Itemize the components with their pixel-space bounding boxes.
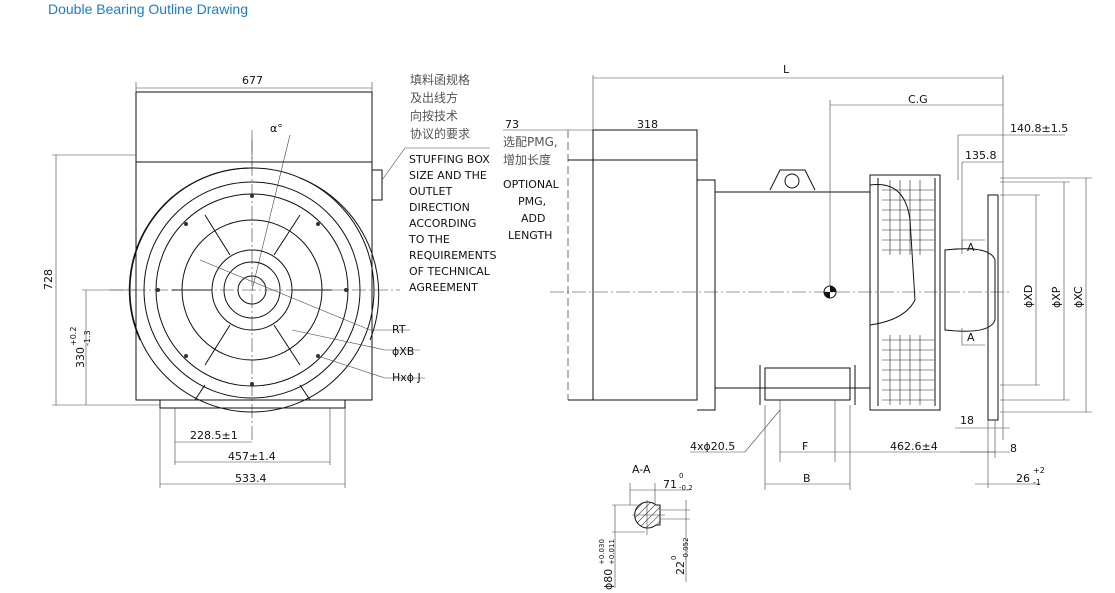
dim-xd: ϕXD xyxy=(1022,285,1035,308)
note-en-line: OUTLET xyxy=(409,185,453,198)
dim-22: 22 xyxy=(674,561,687,575)
dim-135: 135.8 xyxy=(965,149,997,162)
dim-71-tol: 0 xyxy=(679,472,683,480)
dim-26-tol: -1 xyxy=(1033,478,1041,487)
note-en-line: SIZE AND THE xyxy=(409,169,487,182)
dim-cg: C.G xyxy=(908,93,928,106)
dim-22-tol: -0.052 xyxy=(682,537,690,560)
dim-330: 330 xyxy=(74,347,87,368)
dim-F: F xyxy=(802,440,808,453)
note-en-line: OF TECHNICAL xyxy=(409,265,491,278)
dim-18: 18 xyxy=(960,414,974,427)
svg-text:-1.3: -1.3 xyxy=(83,330,92,346)
dim-533: 533.4 xyxy=(235,472,267,485)
dim-26-tol: +2 xyxy=(1033,466,1045,475)
section-label: A-A xyxy=(632,463,651,476)
pmg-en-line: OPTIONAL xyxy=(503,178,560,191)
terminal-box xyxy=(135,91,373,163)
section-a-bottom: A xyxy=(967,331,975,344)
note-cn-line: 协议的要求 xyxy=(410,126,470,141)
note-en-line: ACCORDING xyxy=(409,217,476,230)
pmg-cn-line: 选配PMG, xyxy=(503,135,558,149)
note-cn-line: 填料函规格 xyxy=(410,72,470,87)
note-en-line: STUFFING BOX xyxy=(409,153,490,166)
note-en-line: DIRECTION xyxy=(409,201,470,214)
dim-228: 228.5±1 xyxy=(190,429,238,442)
section-a-top: A xyxy=(967,241,975,254)
dim-xc: ϕXC xyxy=(1072,286,1085,308)
note-cn-line: 及出线方 xyxy=(410,90,458,105)
side-view: L C.G 318 140.8±1.5 135.8 ϕXD ϕXP ϕXC A … xyxy=(550,63,1092,490)
dim-8: 8 xyxy=(1010,442,1017,455)
dim-728: 728 xyxy=(42,269,55,290)
svg-text:+0.2: +0.2 xyxy=(69,327,78,346)
dim-457: 457±1.4 xyxy=(228,450,276,463)
dim-462: 462.6±4 xyxy=(890,440,938,453)
dim-318: 318 xyxy=(637,118,658,131)
dim-26: 26 xyxy=(1016,472,1030,485)
dim-80-tol: +0.011 xyxy=(608,539,616,565)
section-a-a: A-A 71 0 -0.2 ϕ80 +0.030 +0.011 22 0 -0.… xyxy=(598,463,693,590)
note-en-line: TO THE xyxy=(408,233,450,246)
page-title: Double Bearing Outline Drawing xyxy=(48,1,248,17)
hxj-label: Hxϕ J xyxy=(392,371,421,384)
pmg-en-line: PMG, xyxy=(518,195,546,208)
dim-80-tol: +0.030 xyxy=(598,539,606,565)
dim-B: B xyxy=(803,472,811,485)
dim-677: 677 xyxy=(242,74,263,87)
spokes xyxy=(172,214,332,366)
notes: 填料函规格 及出线方 向按技术 协议的要求 STUFFING BOX SIZE … xyxy=(381,72,595,294)
angle-label: α° xyxy=(270,122,283,135)
note-en-line: REQUIREMENTS xyxy=(409,249,497,262)
pmg-en-line: LENGTH xyxy=(508,229,552,242)
dim-80: ϕ80 xyxy=(602,569,615,590)
dim-holes: 4xϕ20.5 xyxy=(690,440,735,453)
dim-71: 71 xyxy=(663,478,677,491)
rt-label: RT xyxy=(392,323,406,336)
pmg-en-line: ADD xyxy=(521,212,545,225)
note-en-line: AGREEMENT xyxy=(409,281,478,294)
dim-140: 140.8±1.5 xyxy=(1010,122,1068,135)
dim-xp: ϕXP xyxy=(1050,286,1063,308)
pmg-cn-line: 增加长度 xyxy=(503,152,551,167)
dim-71-tol: -0.2 xyxy=(679,484,693,492)
note-cn-line: 向按技术 xyxy=(410,108,458,123)
dim-L: L xyxy=(783,63,790,76)
xb-label: ϕXB xyxy=(392,345,414,358)
front-view: 677 α° 728 330 +0.2 -1.3 RT ϕXB Hxϕ J 22… xyxy=(42,74,425,488)
dim-73: 73 xyxy=(505,118,519,131)
dim-22-tol: 0 xyxy=(670,556,678,560)
